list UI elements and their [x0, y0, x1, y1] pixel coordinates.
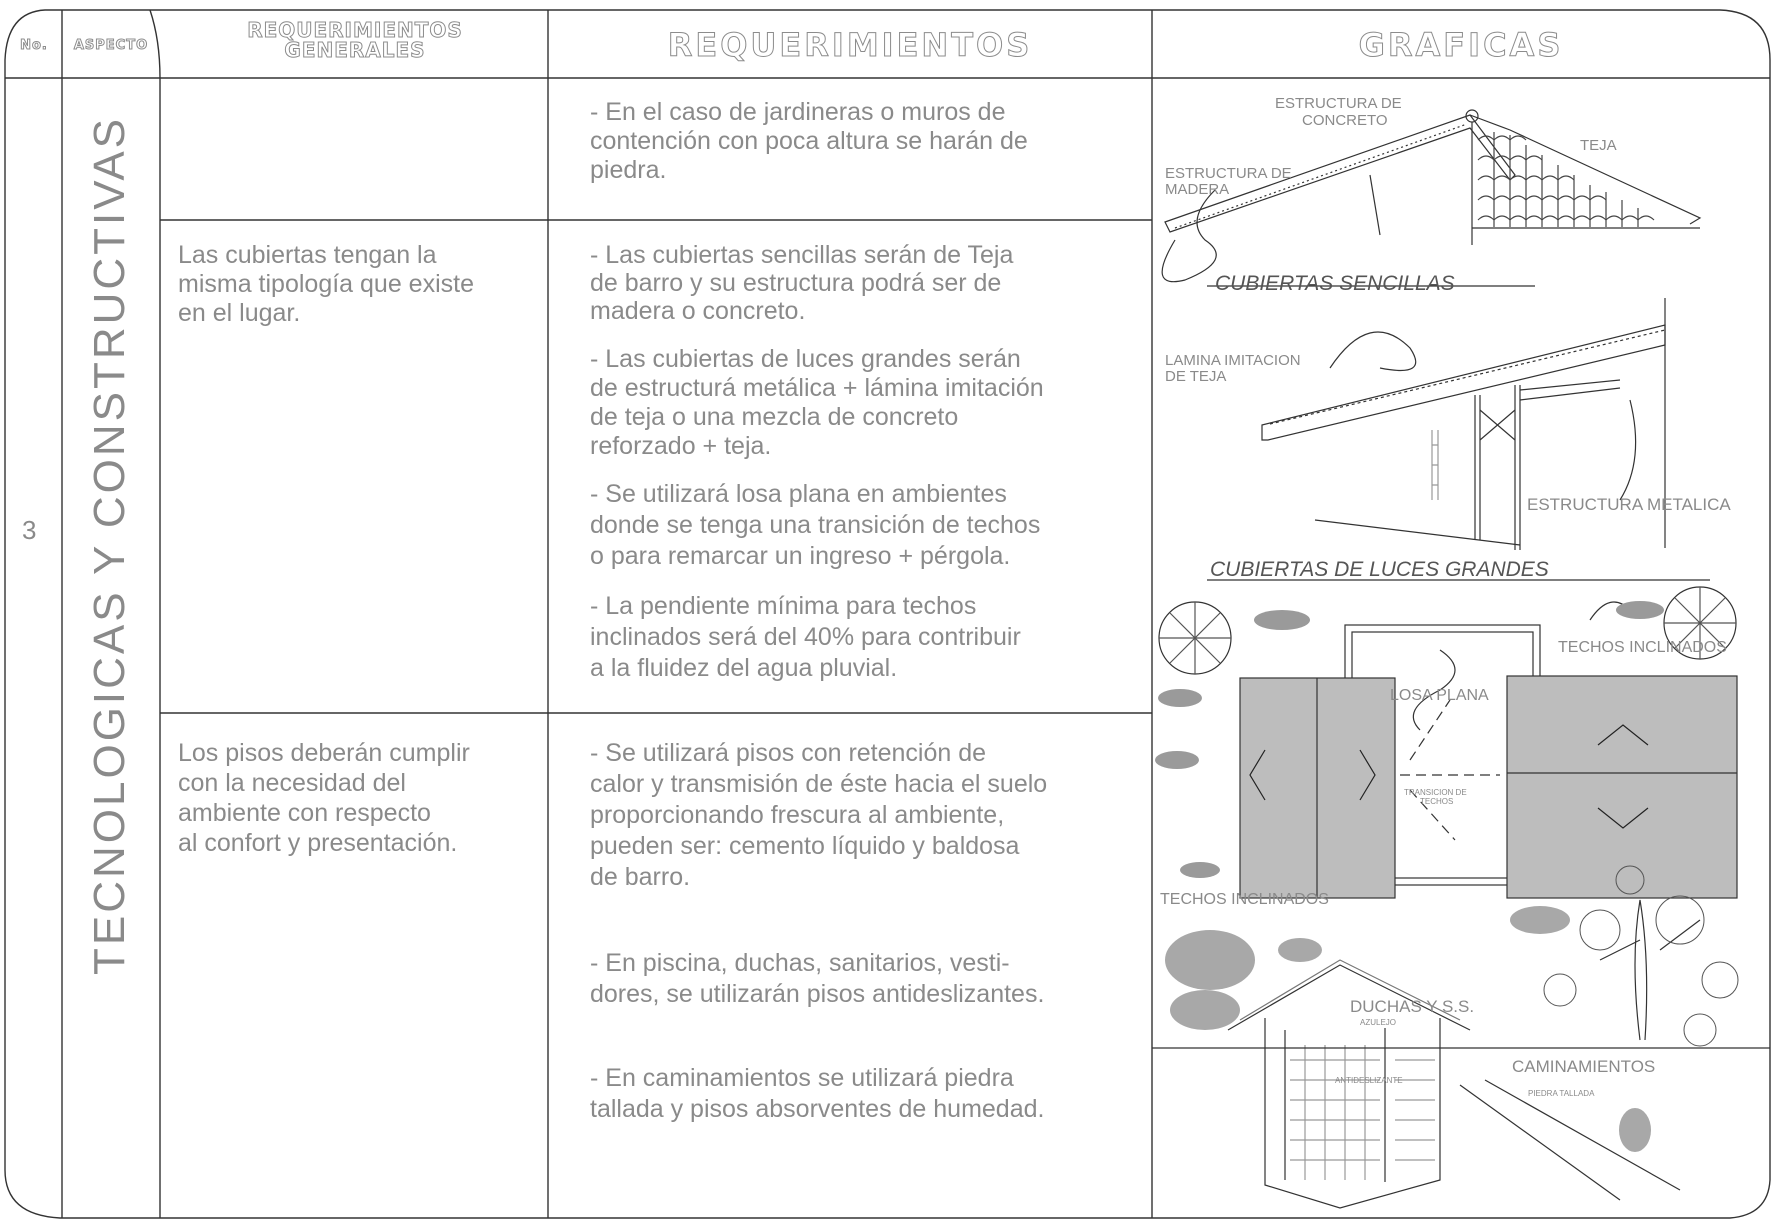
- req-line: madera o concreto.: [590, 297, 806, 325]
- req-losa-plana: - Se utilizará losa plana en ambientes d…: [590, 479, 1040, 572]
- label-caminamientos: CAMINAMIENTOS: [1512, 1057, 1655, 1076]
- req-piscina: - En piscina, duchas, sanitarios, vesti-…: [590, 948, 1044, 1010]
- perspective-foliage: [1543, 865, 1739, 1047]
- general-pisos-line: al confort y presentación.: [178, 829, 458, 857]
- req-line: calor y transmisión de éste hacia el sue…: [590, 770, 1048, 798]
- caption-cubiertas-sencillas: CUBIERTAS SENCILLAS: [1215, 272, 1455, 295]
- req-line: - Las cubiertas sencillas serán de Teja: [590, 241, 1014, 269]
- req-line: de estructurá metálica + lámina imitació…: [590, 374, 1044, 402]
- roof-plan-labels: TECHOS INCLINADOS LOSA PLANA TRANSICION …: [1160, 639, 1727, 908]
- label-duchas: DUCHAS Y S.S.: [1350, 997, 1474, 1016]
- general-pisos-line: con la necesidad del: [178, 769, 406, 797]
- roof-large-span-labels: LAMINA IMITACION DE TEJA ESTRUCTURA META…: [1165, 352, 1731, 581]
- header-requerimientos: REQUERIMIENTOS: [667, 26, 1033, 65]
- req-line: tallada y pisos absorventes de humedad.: [590, 1095, 1045, 1123]
- label-techos-inclinados-bottom: TECHOS INCLINADOS: [1160, 891, 1329, 908]
- req-line: - La pendiente mínima para techos: [590, 592, 977, 620]
- general-cubiertas: Las cubiertas tengan la misma tipología …: [178, 241, 474, 328]
- req-line: de barro y su estructura podrá ser de: [590, 269, 1002, 297]
- req-line: de teja o una mezcla de concreto: [590, 403, 959, 431]
- label-estructura-madera: ESTRUCTURA DE: [1165, 165, 1292, 182]
- header-req-generales-2: GENERALES: [284, 38, 426, 62]
- label-madera: MADERA: [1165, 181, 1229, 198]
- req-line: inclinados será del 40% para contribuir: [590, 623, 1021, 651]
- general-cubiertas-line: en el lugar.: [178, 299, 301, 327]
- label-teja: TEJA: [1580, 137, 1617, 154]
- req-luces-grandes: - Las cubiertas de luces grandes serán d…: [590, 345, 1044, 461]
- perspective-drawing: [1152, 899, 1770, 1209]
- general-pisos: Los pisos deberán cumplir con la necesid…: [178, 738, 470, 858]
- perspective-labels: DUCHAS Y S.S. AZULEJO ANTIDESLIZANTE CAM…: [1335, 997, 1655, 1098]
- label-lamina-imitacion: LAMINA IMITACION: [1165, 352, 1301, 369]
- general-cubiertas-line: Las cubiertas tengan la: [178, 241, 437, 269]
- label-estructura-metalica: ESTRUCTURA METALICA: [1527, 495, 1731, 514]
- req-line: - En piscina, duchas, sanitarios, vesti-: [590, 949, 1010, 977]
- roof-simple-drawing: [1161, 109, 1702, 287]
- roof-large-span-drawing: [1207, 298, 1710, 581]
- row-number: 3: [22, 515, 37, 545]
- label-estructura-concreto: ESTRUCTURA DE: [1275, 95, 1402, 112]
- req-line: reforzado + teja.: [590, 432, 772, 460]
- header-graficas: GRAFICAS: [1358, 26, 1564, 65]
- req-line: o para remarcar un ingreso + pérgola.: [590, 542, 1011, 570]
- req-line: - En el caso de jardineras o muros de: [590, 98, 1006, 126]
- roof-plan-drawing: [1158, 586, 1738, 899]
- label-transicion-de: TRANSICION DE: [1404, 788, 1467, 797]
- req-caminamientos: - En caminamientos se utilizará piedra t…: [590, 1063, 1044, 1125]
- perspective-shrubs: [1165, 906, 1651, 1152]
- label-antideslizante: ANTIDESLIZANTE: [1335, 1076, 1403, 1085]
- req-line: donde se tenga una transición de techos: [590, 511, 1041, 539]
- header-no: No.: [20, 38, 48, 54]
- req-line: piedra.: [590, 156, 667, 184]
- general-pisos-line: Los pisos deberán cumplir: [178, 739, 470, 767]
- roof-simple-labels: ESTRUCTURA DE CONCRETO TEJA ESTRUCTURA D…: [1165, 95, 1617, 295]
- general-cubiertas-line: misma tipología que existe: [178, 270, 474, 298]
- aspect-title: TECNOLOGICAS Y CONSTRUCTIVAS: [85, 115, 134, 975]
- req-pisos-retencion: - Se utilizará pisos con retención de ca…: [590, 738, 1047, 893]
- req-line: - En caminamientos se utilizará piedra: [590, 1064, 1014, 1092]
- req-pendiente: - La pendiente mínima para techos inclin…: [590, 591, 1021, 684]
- label-concreto: CONCRETO: [1302, 112, 1388, 129]
- label-de-teja: DE TEJA: [1165, 368, 1226, 385]
- general-pisos-line: ambiente con respecto: [178, 799, 431, 827]
- label-techos: TECHOS: [1420, 797, 1453, 806]
- header-req-generales-1: REQUERIMIENTOS: [247, 18, 463, 42]
- req-line: - Se utilizará losa plana en ambientes: [590, 480, 1007, 508]
- req-cubiertas-sencillas: - Las cubiertas sencillas serán de Teja …: [590, 241, 1013, 325]
- label-piedra-tallada: PIEDRA TALLADA: [1528, 1089, 1595, 1098]
- plan-foliage: [1155, 601, 1664, 878]
- req-line: - Las cubiertas de luces grandes serán: [590, 345, 1021, 373]
- caption-cubiertas-luces-grandes: CUBIERTAS DE LUCES GRANDES: [1210, 558, 1549, 581]
- label-azulejo: AZULEJO: [1360, 1018, 1396, 1027]
- req-line: pueden ser: cemento líquido y baldosa: [590, 832, 1020, 860]
- label-losa-plana: LOSA PLANA: [1390, 687, 1489, 704]
- req-line: de barro.: [590, 863, 691, 891]
- req-line: a la fluidez del agua pluvial.: [590, 654, 898, 682]
- req-jardineras: - En el caso de jardineras o muros de co…: [590, 98, 1028, 185]
- req-line: - Se utilizará pisos con retención de: [590, 739, 987, 767]
- label-techos-inclinados-top: TECHOS INCLINADOS: [1558, 639, 1727, 656]
- req-line: proporcionando frescura al ambiente,: [590, 801, 1005, 829]
- header-aspecto: ASPECTO: [73, 38, 149, 54]
- req-line: contención con poca altura se harán de: [590, 127, 1028, 155]
- req-line: dores, se utilizarán pisos antideslizant…: [590, 980, 1045, 1008]
